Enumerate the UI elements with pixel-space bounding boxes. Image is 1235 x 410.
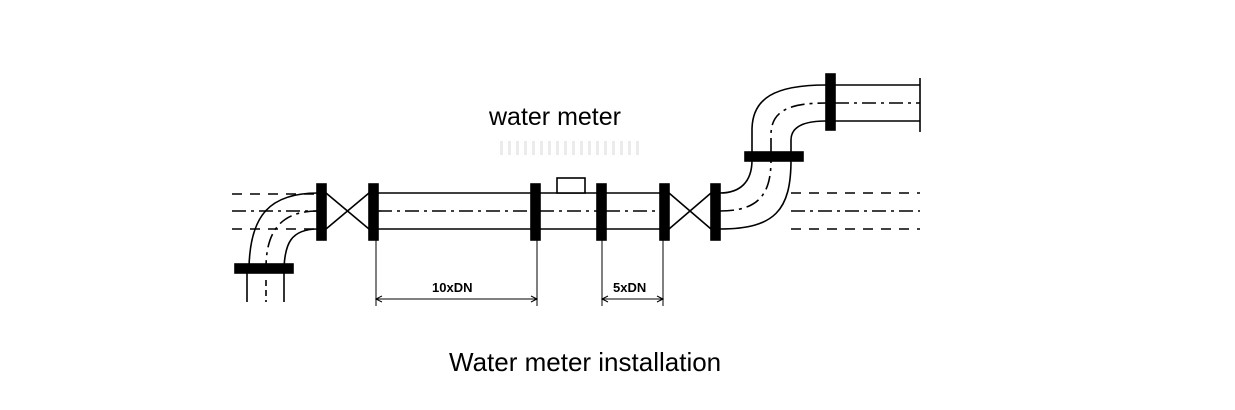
meter-flange-inlet <box>530 183 541 241</box>
upper-elbow <box>751 84 827 152</box>
right-pipe-dashes <box>791 192 920 230</box>
water-meter-label: water meter <box>489 103 621 131</box>
valve-right-flange-b <box>710 183 721 241</box>
meter-flange-outlet <box>596 183 607 241</box>
left-elbow <box>248 192 319 269</box>
valve-left-body <box>325 192 370 230</box>
downstream-straight-pipe <box>606 192 660 230</box>
upstream-straight-pipe <box>378 192 531 230</box>
valve-right-body <box>668 192 712 230</box>
dimension-5xdn <box>600 295 665 303</box>
dimension-extension-lines <box>375 240 664 306</box>
dimension-label-10xdn: 10xDN <box>432 280 473 295</box>
dimension-10xdn <box>374 295 539 303</box>
valve-left-flange-a <box>316 183 327 241</box>
upper-outlet-pipe <box>835 78 921 132</box>
left-legs <box>246 273 285 302</box>
valve-left-flange-b <box>368 183 379 241</box>
right-riser-elbow <box>719 159 792 230</box>
meter-body <box>540 177 597 230</box>
diagram-caption: Water meter installation <box>449 347 722 377</box>
left-elbow-flange <box>234 263 294 274</box>
upper-flange <box>825 73 836 131</box>
dimension-label-5xdn: 5xDN <box>613 280 647 295</box>
valve-right-flange-a <box>659 183 670 241</box>
riser-flange <box>744 151 804 162</box>
faint-background-text <box>500 141 640 155</box>
